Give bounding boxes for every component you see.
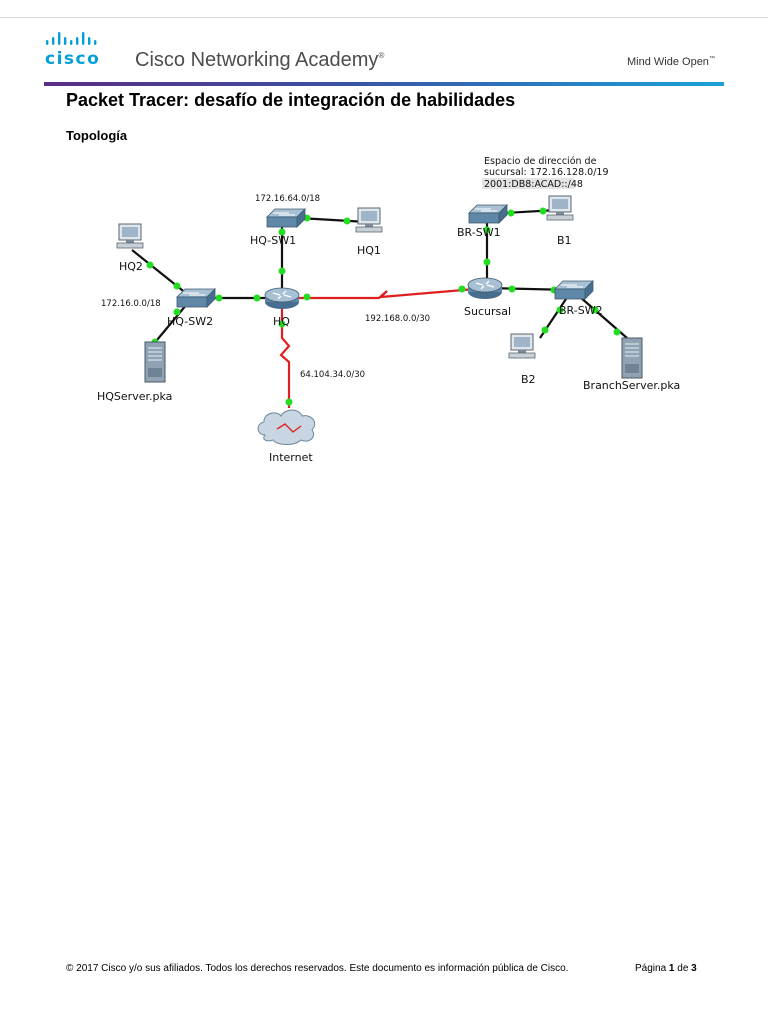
hq2-pc-icon <box>116 223 144 249</box>
hq-server-icon <box>144 341 166 383</box>
hq-label: HQ <box>273 315 290 328</box>
hq1-label: HQ1 <box>357 244 381 257</box>
hq-sw1-network-label: 172.16.64.0/18 <box>255 194 320 204</box>
b2-label: B2 <box>521 373 536 386</box>
isp-network-label: 64.104.34.0/30 <box>300 370 365 380</box>
header-gradient-bar <box>44 82 724 86</box>
br-sw1-switch-icon <box>468 204 508 224</box>
footer-copyright: © 2017 Cisco y/o sus afiliados. Todos lo… <box>66 963 569 974</box>
b1-pc-icon <box>546 195 574 221</box>
sucursal-label: Sucursal <box>464 305 511 318</box>
branch-note-line3: 2001:DB8:ACAD::/48 <box>484 179 583 190</box>
branch-note-line1: Espacio de dirección de <box>484 156 597 167</box>
hq-sw1-switch-icon <box>266 208 306 228</box>
cisco-bridge-icon <box>46 32 97 45</box>
b1-label: B1 <box>557 234 572 247</box>
cisco-wordmark: cisco <box>45 49 100 69</box>
cisco-logo: cisco <box>45 32 100 69</box>
branch-server-label: BranchServer.pka <box>583 379 680 392</box>
page-number: Página 1 de 3 <box>635 963 697 974</box>
tagline: Mind Wide Open™ <box>627 56 715 68</box>
topology-diagram: Espacio de dirección de sucursal: 172.16… <box>97 156 680 464</box>
section-heading: Topología <box>66 128 128 143</box>
brand-name: Cisco Networking Academy® <box>135 49 385 71</box>
internet-cloud-icon <box>257 409 316 445</box>
hq-router-icon <box>264 287 300 310</box>
hq-sw2-label: HQ-SW2 <box>167 315 213 328</box>
hq1-pc-icon <box>355 207 383 233</box>
hq-sw2-switch-icon <box>176 288 216 308</box>
b2-pc-icon <box>508 333 536 359</box>
serial-links <box>279 286 488 408</box>
br-sw1-label: BR-SW1 <box>457 226 501 239</box>
branch-server-icon <box>621 337 643 379</box>
hq-sw1-label: HQ-SW1 <box>250 234 296 247</box>
wan-network-label: 192.168.0.0/30 <box>365 314 430 324</box>
branch-note-line2: sucursal: 172.16.128.0/19 <box>484 167 609 178</box>
br-sw2-switch-icon <box>554 280 594 300</box>
page-title: Packet Tracer: desafío de integración de… <box>66 90 516 110</box>
hq-server-label: HQServer.pka <box>97 390 172 403</box>
sucursal-router-icon <box>467 277 503 300</box>
hq2-label: HQ2 <box>119 260 143 273</box>
internet-label: Internet <box>269 451 313 464</box>
hq-sw2-network-label: 172.16.0.0/18 <box>101 299 161 309</box>
br-sw2-label: BR-SW2 <box>559 304 603 317</box>
top-rule <box>0 17 768 18</box>
port-dots <box>146 207 621 406</box>
